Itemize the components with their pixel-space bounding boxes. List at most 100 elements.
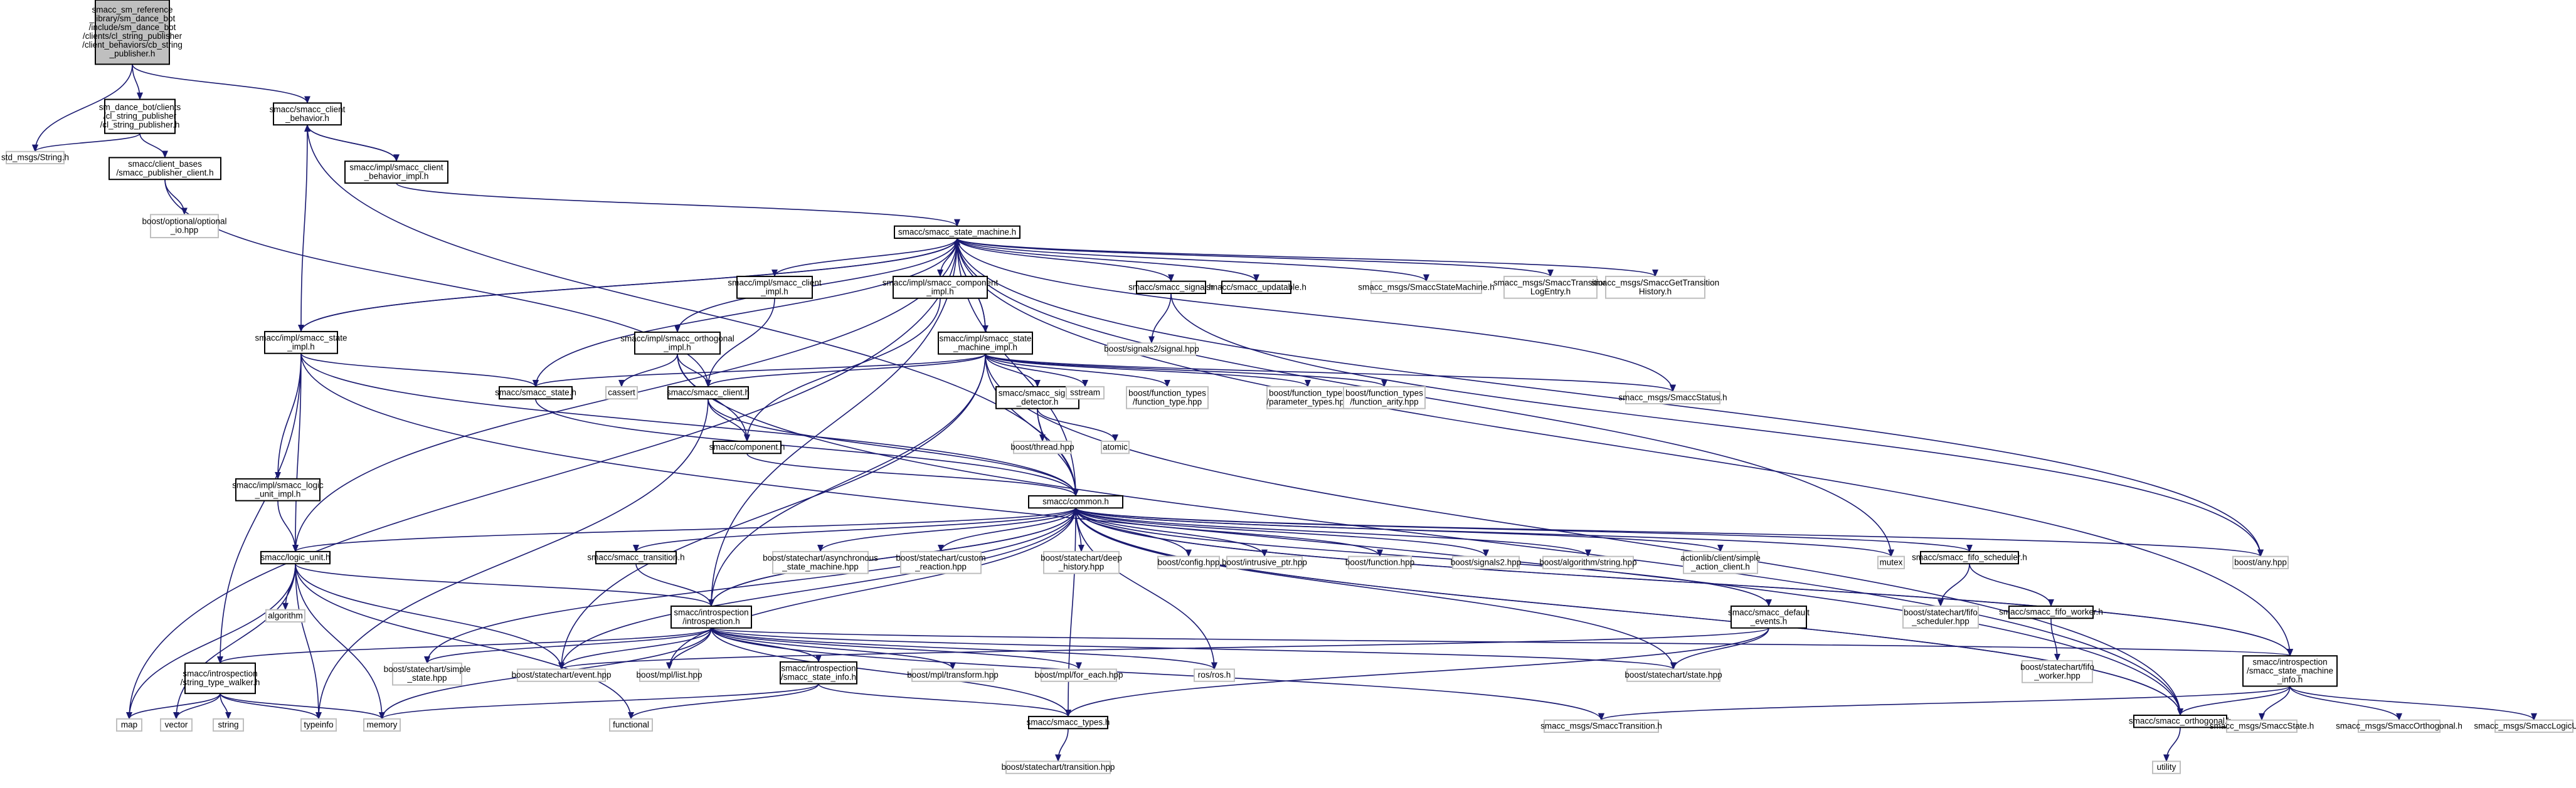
node-box [1194,668,1235,682]
node-smacc-state-machine[interactable]: smacc/smacc_state_machine.h [894,225,1020,239]
node-statechart-event[interactable]: boost/statechart/event.hpp [511,668,612,682]
edge-logic-unit-to-functional [295,564,634,720]
node-cl-string-publisher[interactable]: sm_dance_bot/clients/cl_string_publisher… [99,98,181,134]
node-smacc-client-impl[interactable]: smacc/impl/smacc_client_impl.h [728,275,822,299]
node-cassert[interactable]: cassert [605,386,638,400]
node-boost-function-type[interactable]: boost/function_types/function_type.hpp [1126,386,1209,409]
node-string-type-walker[interactable]: smacc/introspection/string_type_walker.h [181,662,260,695]
node-default-events[interactable]: smacc/smacc_default_events.h [1728,605,1810,629]
node-smacc-state[interactable]: smacc/smacc_state.h [495,386,576,400]
edge-smacc-state-machine-impl-to-common [985,354,1079,496]
node-fifo-scheduler[interactable]: smacc/smacc_fifo_scheduler.h [1912,550,2027,565]
node-vector[interactable]: vector [160,718,193,732]
edge-smacc-state-impl-to-logic-unit [292,353,302,552]
node-boost-function[interactable]: boost/function.hpp [1345,555,1414,569]
node-label: /smacc_state_machine [2247,666,2333,675]
node-label: _action_client.h [1690,562,1750,571]
node-smacc-publisher-client[interactable]: smacc/client_bases/smacc_publisher_clien… [109,157,221,181]
node-boost-signals2[interactable]: boost/signals2.hpp [1451,555,1522,569]
node-smacc-client-behavior[interactable]: smacc/smacc_client_behavior.h [270,102,346,126]
node-box [273,102,342,126]
node-smacc-client-behavior-impl[interactable]: smacc/impl/smacc_client_behavior_impl.h [344,160,448,184]
node-algorithm[interactable]: algorithm [265,609,305,623]
node-state-info[interactable]: smacc/introspection/smacc_state_info.h [780,661,857,685]
node-state-machine-info[interactable]: smacc/introspection/smacc_state_machine_… [2242,655,2338,687]
node-box [2152,760,2181,774]
node-custom-reaction[interactable]: boost/statechart/custom_reaction.hpp [896,550,986,574]
node-simple-state[interactable]: boost/statechart/simple_state.hpp [384,662,471,686]
node-boost-function-arity[interactable]: boost/function_types/function_arity.hpp [1343,386,1426,409]
node-common[interactable]: smacc/common.h [1028,495,1123,509]
node-label: boost/statechart/fifo [2020,662,2094,671]
node-utility[interactable]: utility [2152,760,2181,774]
edge-introspection-to-simple-state [424,628,712,664]
node-mutex[interactable]: mutex [1877,555,1905,569]
node-logic-unit[interactable]: smacc/logic_unit.h [260,550,331,565]
node-boost-parameter-types[interactable]: boost/function_types/parameter_types.hpp [1266,386,1349,409]
node-smacc-signal[interactable]: smacc/smacc_signal.h [1128,280,1214,294]
node-component[interactable]: smacc/component.h [709,440,785,454]
node-smacc-client[interactable]: smacc/smacc_client.h [667,386,750,400]
node-smacc-msgs-transition[interactable]: smacc_msgs/SmaccTransition.h [1540,719,1662,733]
node-boost-config[interactable]: boost/config.hpp [1157,555,1220,569]
node-smacc-updatable[interactable]: smacc/smacc_updatable.h [1206,280,1307,294]
node-introspection[interactable]: smacc/introspection/introspection.h [671,605,752,629]
node-string[interactable]: string [213,718,244,732]
node-box [1452,555,1520,569]
node-box [634,331,721,355]
node-smacc-state-impl[interactable]: smacc/impl/smacc_state_impl.h [255,330,347,354]
node-label: smacc/smacc_fifo_scheduler.h [1912,553,2027,562]
node-boost-any[interactable]: boost/any.hpp [2232,555,2289,569]
node-mpl-list[interactable]: boost/mpl/list.hpp [636,668,702,682]
node-smacc-msgs-status[interactable]: smacc_msgs/SmaccStatus.h [1618,391,1727,404]
node-smacc-orthogonal-impl[interactable]: smacc/impl/smacc_orthogonal_impl.h [620,331,734,355]
node-smacc-msgs-statemachine[interactable]: smacc_msgs/SmaccStateMachine.h [1358,280,1495,294]
node-smacc-msgs-logic-unit[interactable]: smacc_msgs/SmaccLogicUnit.h [2474,719,2576,733]
node-simple-action-client[interactable]: actionlib/client/simple_action_client.h [1680,550,1761,574]
node-label: /clients/cl_string_publisher [83,31,183,41]
node-statechart-fifo-worker[interactable]: boost/statechart/fifo_worker.hpp [2020,659,2094,683]
edge-smacc-state-impl-to-common [300,353,1079,496]
node-functional[interactable]: functional [609,718,653,732]
node-root[interactable]: smacc_sm_reference_library/sm_dance_bot/… [82,0,183,65]
node-typeinfo[interactable]: typeinfo [300,718,337,732]
node-atomic[interactable]: atomic [1101,440,1130,454]
node-smacc-state-machine-impl[interactable]: smacc/impl/smacc_state_machine_impl.h [938,331,1033,355]
node-smacc-component-impl[interactable]: smacc/impl/smacc_component_impl.h [883,275,999,299]
node-statechart-state[interactable]: boost/statechart/state.hpp [1625,668,1722,682]
node-sstream[interactable]: sstream [1066,386,1105,400]
node-boost-thread[interactable]: boost/thread.hpp [1010,440,1074,454]
edge-introspection-to-statechart-event [558,628,712,670]
edge-smacc-state-machine-impl-to-boost-function-type [985,354,1170,387]
node-boost-optional-io[interactable]: boost/optional/optional_io.hpp [142,214,227,239]
node-statechart-fifo-scheduler[interactable]: boost/statechart/fifo_scheduler.hpp [1902,605,1979,629]
node-map[interactable]: map [116,718,142,732]
node-intrusive-ptr[interactable]: boost/intrusive_ptr.hpp [1222,555,1307,569]
node-smacc-transition[interactable]: smacc/smacc_transition.h [587,550,685,565]
node-algorithm-string[interactable]: boost/algorithm/string.hpp [1539,555,1637,569]
node-statechart-transition[interactable]: boost/statechart/transition.hpp [1002,760,1115,774]
node-deep-history[interactable]: boost/statechart/deep_history.hpp [1041,550,1122,574]
node-mpl-for-each[interactable]: boost/mpl/for_each.hpp [1034,668,1123,682]
node-box [499,386,573,400]
node-async-state-machine[interactable]: boost/statechart/asynchronous_state_mach… [763,550,878,574]
node-boost-signals2-signal[interactable]: boost/signals2/signal.hpp [1104,342,1199,356]
node-smacc-types[interactable]: smacc/smacc_types.h [1027,715,1110,730]
node-box [2494,719,2573,733]
edge-smacc-client-to-typeinfo [315,399,709,720]
node-ros[interactable]: ros/ros.h [1194,668,1235,682]
node-box [517,668,606,682]
node-smacc-msgs-state[interactable]: smacc_msgs/SmaccState.h [2210,719,2314,733]
node-smacc-orthogonal[interactable]: smacc/smacc_orthogonal.h [2129,714,2232,728]
node-logic-unit-impl[interactable]: smacc/impl/smacc_logic_unit_impl.h [232,478,324,502]
node-smacc-msgs-orthogonal[interactable]: smacc_msgs/SmaccOrthogonal.h [2336,719,2462,733]
node-fifo-worker[interactable]: smacc/smacc_fifo_worker.h [1999,605,2103,619]
node-smacc-signal-detector[interactable]: smacc/smacc_signal_detector.h [995,386,1079,409]
node-label: smacc/smacc_client [270,105,346,114]
edge-cl-string-publisher-to-std-msgs-string [32,132,140,152]
node-memory[interactable]: memory [363,718,401,732]
node-std-msgs-string[interactable]: std_msgs/String.h [1,150,69,165]
node-mpl-transform[interactable]: boost/mpl/transform.hpp [907,668,999,682]
